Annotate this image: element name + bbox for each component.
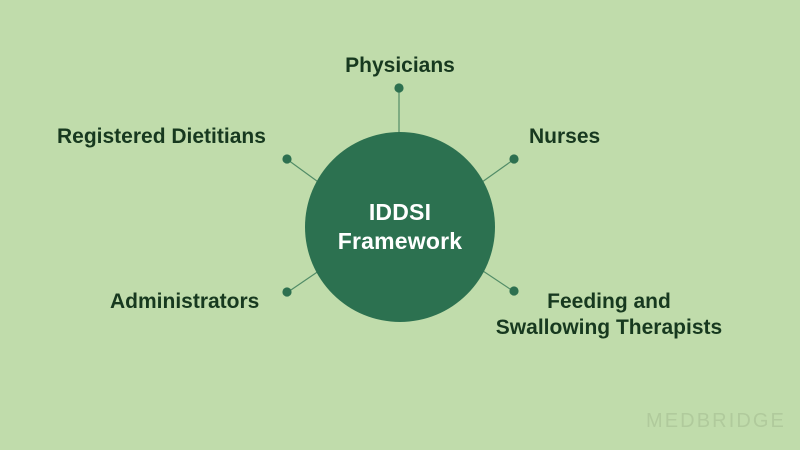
connector-dot-nurses xyxy=(509,154,519,164)
hub-title-line-2: Framework xyxy=(337,228,463,254)
node-label-nurses: Nurses xyxy=(529,125,601,148)
connector-dot-registered-dietitians xyxy=(282,154,292,164)
hub-circle-iddsi-framework: IDDSI Framework xyxy=(305,132,495,322)
hub-title-line-1: IDDSI xyxy=(368,198,432,225)
medbridge-watermark: MEDBRIDGE xyxy=(645,410,786,432)
node-label-feeding-line-1: Feeding and xyxy=(547,290,671,313)
node-label-feeding-swallowing-therapists: Feeding and Swallowing Therapists xyxy=(487,289,731,340)
connector-dot-administrators xyxy=(282,287,292,297)
node-label-feeding-line-2: Swallowing Therapists xyxy=(495,315,723,339)
node-label-physicians: Physicians xyxy=(345,54,455,77)
node-label-registered-dietitians: Registered Dietitians xyxy=(57,125,266,148)
node-label-administrators: Administrators xyxy=(110,290,260,313)
connector-dot-feeding-swallowing-therapists xyxy=(509,286,519,296)
connector-dot-physicians xyxy=(394,83,404,93)
